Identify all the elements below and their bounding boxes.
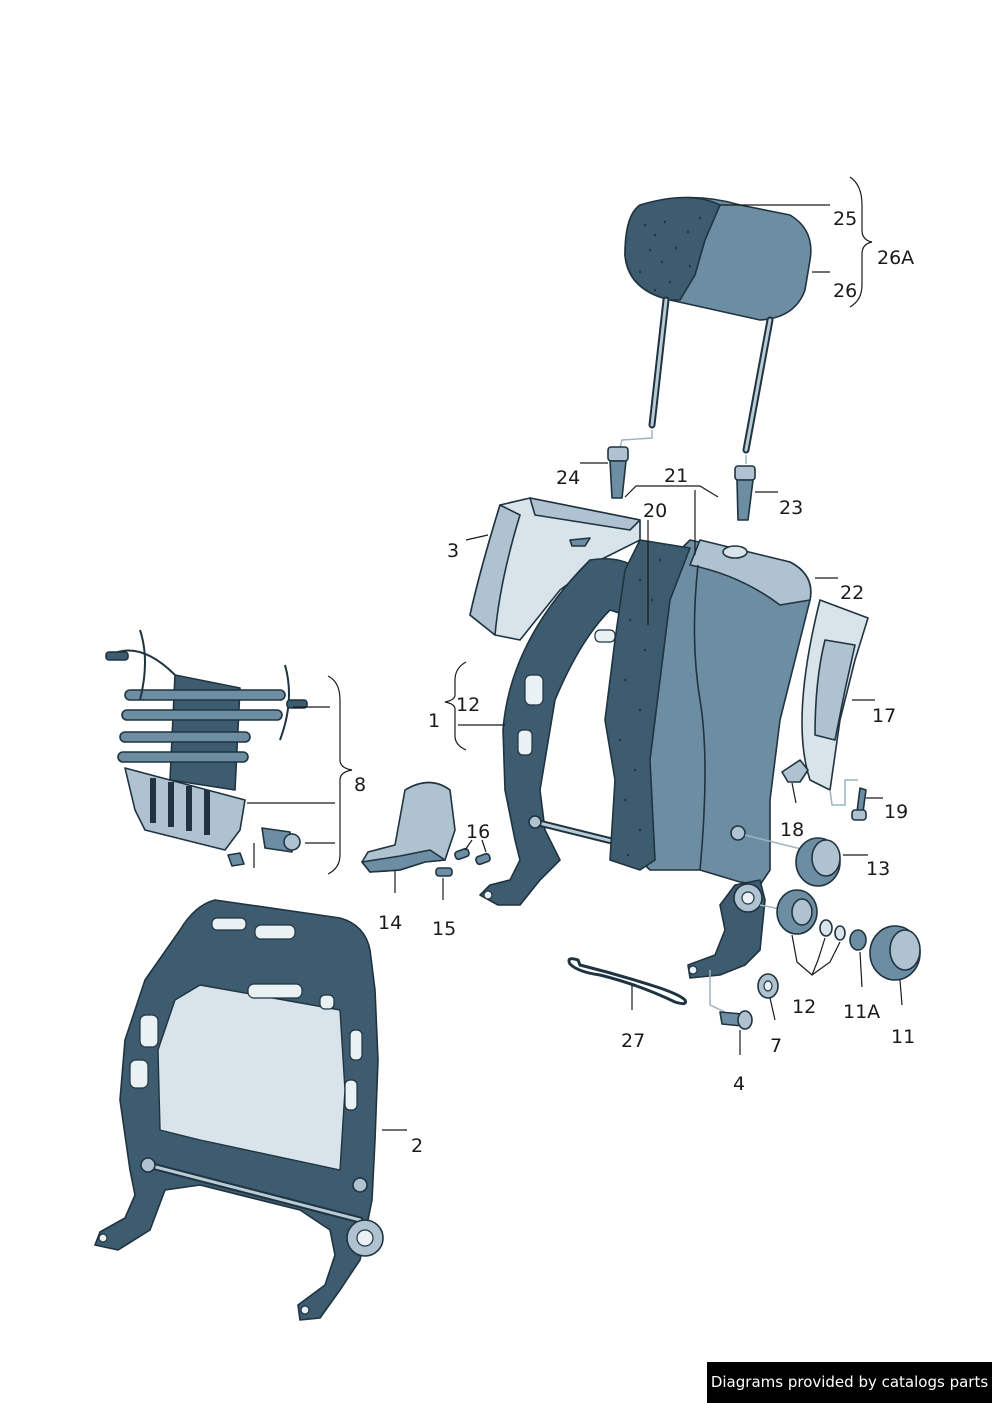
label-14: 14 <box>378 912 402 934</box>
label-11a: 11A <box>843 1001 880 1023</box>
credit-footer: Diagrams provided by catalogs parts <box>707 1362 992 1403</box>
label-26a: 26A <box>877 247 914 269</box>
label-11: 11 <box>891 1026 915 1048</box>
recliner-gear <box>759 889 867 951</box>
label-15: 15 <box>432 918 456 940</box>
backrest-frame-2 <box>94 899 384 1321</box>
label-25: 25 <box>833 208 857 230</box>
label-18: 18 <box>780 819 804 841</box>
label-2: 2 <box>411 1135 423 1157</box>
label-26: 26 <box>833 280 857 302</box>
label-27: 27 <box>621 1030 645 1052</box>
label-20: 20 <box>643 500 667 522</box>
label-8: 8 <box>354 774 366 796</box>
label-12-lower: 12 <box>792 996 816 1018</box>
backrest-frame-upper <box>479 557 644 906</box>
headrest <box>624 196 812 454</box>
label-21: 21 <box>664 465 688 487</box>
knob-11 <box>869 925 921 981</box>
knob-13 <box>744 834 841 887</box>
braces <box>253 176 873 875</box>
label-1: 1 <box>428 710 440 732</box>
label-16: 16 <box>466 821 490 843</box>
side-panel-17 <box>801 599 869 791</box>
label-12-upper: 12 <box>456 694 480 716</box>
leader-lines <box>247 204 903 1131</box>
lever-14 <box>361 781 456 873</box>
backrest-cushion <box>604 539 812 886</box>
headrest-guide-24 <box>607 430 653 499</box>
washer-7 <box>757 973 779 999</box>
label-17: 17 <box>872 705 896 727</box>
label-3: 3 <box>447 540 459 562</box>
headrest-guide-23 <box>734 455 756 521</box>
lumbar-support-8 <box>105 629 308 867</box>
cable-27 <box>567 957 687 1006</box>
label-22: 22 <box>840 582 864 604</box>
label-24: 24 <box>556 467 580 489</box>
pin-15 <box>435 867 453 877</box>
backrest-frame-lower-right <box>687 825 766 979</box>
clip-18 <box>781 759 858 806</box>
label-7: 7 <box>770 1035 782 1057</box>
part-labels: 25 26A 26 24 21 23 20 3 22 12 17 1 8 19 … <box>354 208 915 1157</box>
label-4: 4 <box>733 1073 745 1095</box>
label-19: 19 <box>884 801 908 823</box>
screw-19 <box>851 787 867 821</box>
label-23: 23 <box>779 497 803 519</box>
bolt-4 <box>709 970 753 1030</box>
label-13: 13 <box>866 858 890 880</box>
pins-16 <box>454 847 491 866</box>
backrest-rear-panel <box>469 497 641 641</box>
